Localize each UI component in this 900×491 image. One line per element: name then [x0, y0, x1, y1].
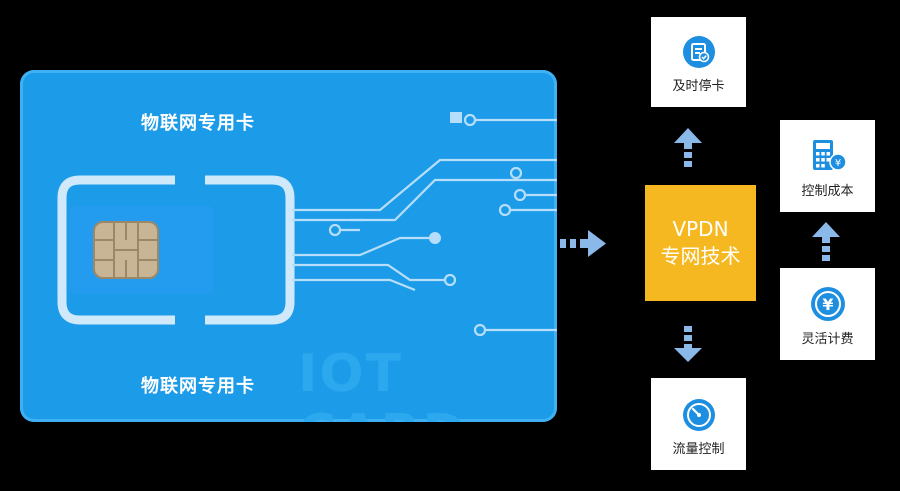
iot-sim-card: 物联网专用卡 IOT CARD 物联网专用卡 — [20, 70, 557, 422]
sim-outline-left — [57, 175, 175, 325]
vpdn-technology-box: VPDN 专网技术 — [645, 185, 756, 301]
card-label-bottom: 物联网专用卡 — [141, 376, 255, 397]
feature-billing-label: 灵活计费 — [801, 332, 854, 347]
sim-circuit-graphic — [57, 112, 557, 337]
document-check-icon — [682, 36, 715, 68]
calculator-yen-icon: ¥ — [812, 140, 847, 171]
circuit-node-solid — [429, 232, 441, 244]
sim-outline-right — [205, 175, 295, 325]
circuit-square-node — [450, 112, 462, 123]
svg-text:¥: ¥ — [822, 295, 833, 314]
arrow-to-timely — [674, 128, 702, 167]
stopwatch-icon — [682, 399, 715, 431]
svg-text:¥: ¥ — [834, 158, 840, 169]
vpdn-title: VPDN — [672, 217, 729, 241]
arrow-to-flow — [674, 326, 702, 362]
feature-timely-label: 及时停卡 — [672, 79, 725, 94]
arrow-billing-to-cost — [812, 222, 840, 261]
feature-flexible-billing: ¥ 灵活计费 — [780, 268, 875, 360]
card-label-top: 物联网专用卡 — [141, 113, 255, 134]
feature-traffic-control: 流量控制 — [651, 378, 746, 470]
vpdn-subtitle: 专网技术 — [660, 244, 741, 268]
feature-flow-label: 流量控制 — [672, 442, 725, 457]
sim-chip — [93, 221, 159, 279]
arrow-card-to-vpdn — [560, 230, 606, 257]
iot-card-watermark: IOT CARD — [298, 344, 466, 422]
yen-coin-icon: ¥ — [810, 287, 845, 321]
circuit-nodes — [328, 113, 527, 337]
feature-timely-stop: 及时停卡 — [651, 17, 746, 107]
feature-cost-label: 控制成本 — [801, 184, 854, 199]
feature-cost-control: ¥ 控制成本 — [780, 120, 875, 212]
